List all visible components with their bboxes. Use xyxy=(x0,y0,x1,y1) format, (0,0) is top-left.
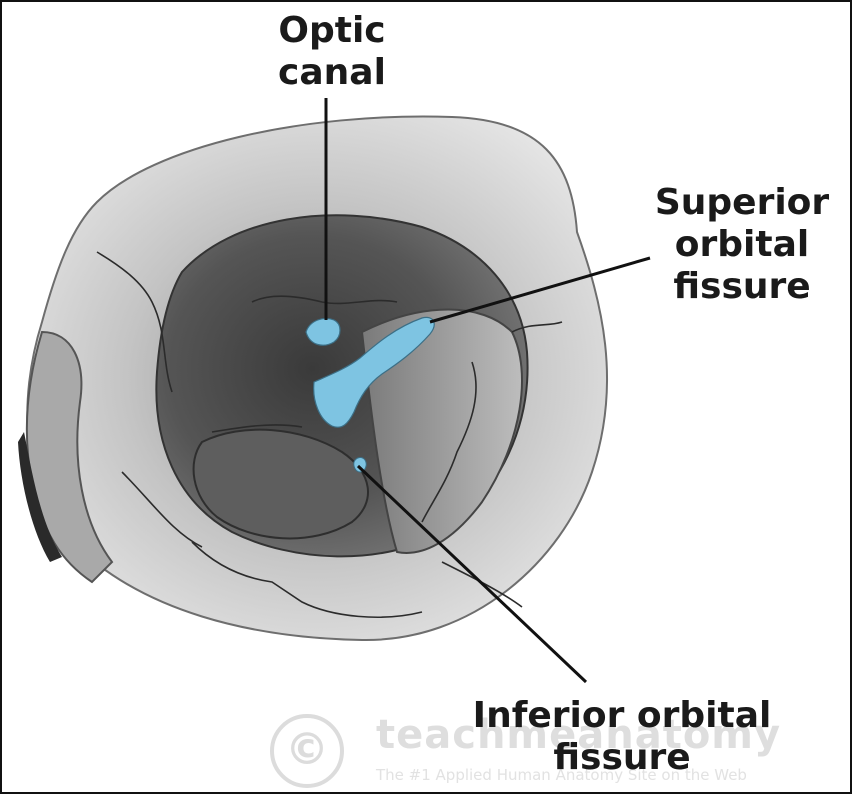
lateral-notch xyxy=(18,432,62,562)
copyright-icon: © xyxy=(270,714,344,788)
watermark: © teachmeanatomy The #1 Applied Human An… xyxy=(270,710,850,790)
inferior-orbital-fissure-highlight xyxy=(353,457,367,473)
inferior-orbital-fissure-pointer xyxy=(356,464,588,684)
optic-canal-highlight xyxy=(305,317,341,346)
lateral-wall xyxy=(360,308,523,554)
label-superior-orbital-fissure: Superior orbital fissure xyxy=(642,182,842,308)
superior-orbital-fissure-pointer xyxy=(429,256,651,324)
pointer-lines xyxy=(324,98,651,684)
highlighted-openings xyxy=(305,316,435,473)
label-optic-canal-line1: Optic xyxy=(278,10,386,51)
orbital-floor xyxy=(192,428,369,540)
label-optic-canal-line2: canal xyxy=(278,52,386,93)
label-superior-line1: Superior xyxy=(654,182,830,223)
suture-lines xyxy=(96,251,563,618)
label-superior-line2: orbital xyxy=(674,224,810,265)
label-inferior-line1: Inferior orbital xyxy=(472,695,772,736)
label-superior-line3: fissure xyxy=(673,266,811,307)
label-inferior-line2: fissure xyxy=(553,737,691,778)
superior-orbital-fissure-highlight xyxy=(313,316,435,428)
lateral-bone xyxy=(25,330,114,584)
watermark-tagline: The #1 Applied Human Anatomy Site on the… xyxy=(376,766,747,784)
label-inferior-orbital-fissure: Inferior orbital fissure xyxy=(457,695,787,779)
watermark-site-name: teachmeanatomy xyxy=(376,712,782,758)
label-optic-canal: Optic canal xyxy=(247,10,417,94)
